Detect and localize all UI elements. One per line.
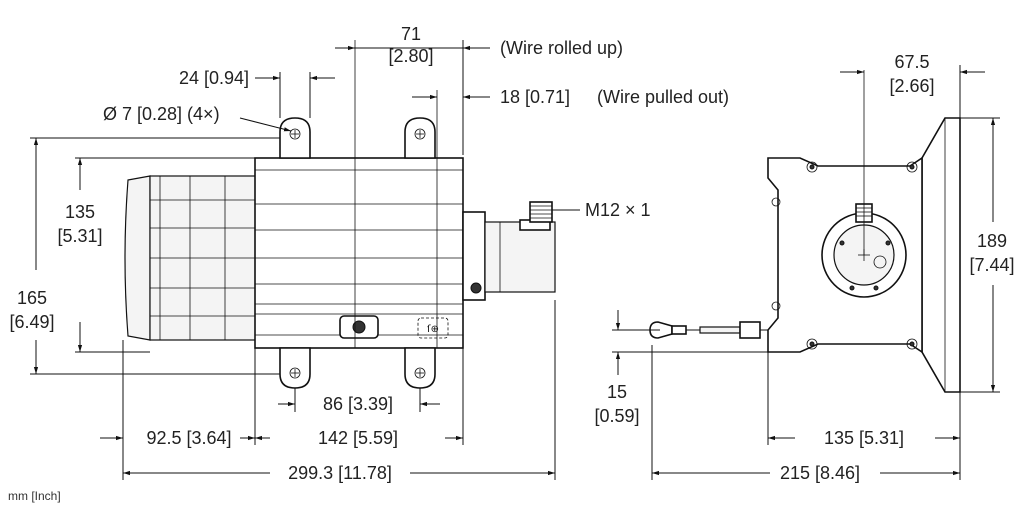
mount-bracket-bottom-right [404, 347, 436, 389]
side-dimensions: 67.5 [2.66] 189 [7.44] 15 [0.59] 135 [5.… [594, 52, 1014, 483]
dim-24: 24 [0.94] [179, 68, 249, 88]
dim-92-5: 92.5 [3.64] [146, 428, 231, 448]
front-view: ſ⊕ [124, 40, 556, 389]
drum-cap [124, 175, 259, 341]
dim-86: 86 [3.39] [323, 394, 393, 414]
label-m12-connector: M12 × 1 [585, 200, 651, 220]
dim-165-in: [6.49] [9, 312, 54, 332]
dim-18: 18 [0.71] [500, 87, 570, 107]
encoder-body [462, 211, 556, 301]
dim-165-mm: 165 [17, 288, 47, 308]
label-wire-rolled-up: (Wire rolled up) [500, 38, 623, 58]
dim-67-5-in: [2.66] [889, 76, 934, 96]
dim-135-mm: 135 [65, 202, 95, 222]
mount-bracket-bottom-left [279, 347, 311, 389]
mount-bracket-top-right [404, 117, 436, 159]
units-note: mm [Inch] [8, 489, 61, 503]
main-housing: ſ⊕ [254, 157, 464, 349]
wire-hook [649, 321, 768, 339]
front-dimensions: 71 [2.80] (Wire rolled up) 24 [0.94] 18 … [9, 24, 729, 483]
dim-71-in: [2.80] [388, 46, 433, 66]
m12-connector [529, 201, 553, 223]
svg-text:ſ⊕: ſ⊕ [427, 324, 439, 335]
dim-15-in: [0.59] [594, 406, 639, 426]
dim-189-mm: 189 [977, 231, 1007, 251]
side-view [649, 70, 961, 393]
dim-135-in: [5.31] [57, 226, 102, 246]
dim-15-mm: 15 [607, 382, 627, 402]
dim-215: 215 [8.46] [780, 463, 860, 483]
dim-hole-diameter: Ø 7 [0.28] (4×) [103, 104, 220, 124]
dim-142: 142 [5.59] [318, 428, 398, 448]
label-wire-pulled-out: (Wire pulled out) [597, 87, 729, 107]
dim-299-3: 299.3 [11.78] [288, 463, 392, 483]
dim-67-5-mm: 67.5 [894, 52, 929, 72]
mount-bracket-top-left [279, 117, 311, 159]
dim-71-mm: 71 [401, 24, 421, 44]
dim-189-in: [7.44] [969, 255, 1014, 275]
dim-side-135: 135 [5.31] [824, 428, 904, 448]
